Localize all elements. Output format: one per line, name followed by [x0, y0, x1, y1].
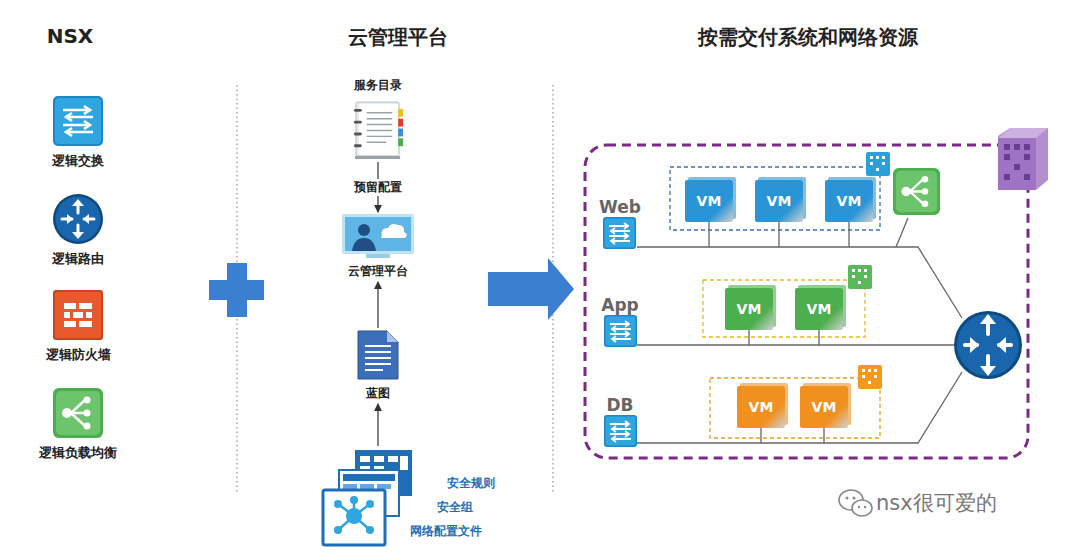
node-label: App: [601, 296, 639, 315]
connector-arrow: [377, 404, 378, 446]
lb-icon: [53, 388, 103, 438]
catalog-icon: [351, 99, 406, 160]
vm-label: VM: [697, 193, 722, 209]
mini-node: App: [601, 296, 639, 347]
node-label: 逻辑路由: [52, 250, 104, 268]
lb-node: 逻辑负载均衡: [39, 388, 117, 462]
vm-box: VM: [795, 288, 843, 330]
vm-label: VM: [767, 193, 792, 209]
catalog-node: 服务目录: [351, 77, 406, 160]
blueprint-icon: [357, 330, 399, 380]
node-label: 逻辑负载均衡: [39, 444, 117, 462]
vm-box: VM: [755, 180, 803, 222]
vm-label: VM: [749, 399, 774, 415]
mini-node: Web: [599, 198, 641, 249]
vm-box: VM: [825, 180, 873, 222]
cloud-node: 云管理平台: [342, 214, 414, 280]
node-label: 逻辑交换: [52, 152, 104, 170]
vm-box: VM: [685, 180, 733, 222]
profile-label: 安全规则: [447, 475, 495, 492]
column-heading: NSX: [47, 24, 94, 48]
mini-icon: [604, 315, 637, 347]
switch-icon: [53, 96, 103, 146]
mini-node: DB: [604, 396, 637, 447]
node-label: 蓝图: [366, 385, 390, 402]
vm-box: VM: [800, 386, 848, 428]
profiles-icon: [320, 448, 420, 548]
switch-node: 逻辑交换: [52, 96, 104, 170]
vm-label: VM: [812, 399, 837, 415]
node-label: 云管理平台: [348, 263, 408, 280]
blueprint-node: 蓝图: [357, 330, 399, 402]
profiles-node: 安全规则安全组网络配置文件: [320, 448, 500, 548]
mini-icon: [604, 415, 637, 447]
node-label: 服务目录: [354, 77, 402, 94]
firewall-icon: [53, 290, 103, 340]
vm-label: VM: [737, 301, 762, 317]
vm-box: VM: [737, 386, 785, 428]
profile-label: 安全组: [437, 499, 473, 516]
column-heading: 按需交付系统和网络资源: [698, 24, 918, 51]
cloud-icon: [342, 214, 414, 258]
node-label: 逻辑防火墙: [46, 346, 111, 364]
connector-arrow: [377, 282, 378, 328]
router-icon: [53, 194, 103, 244]
edge-label: 预留配置: [352, 179, 404, 196]
node-label: Web: [599, 198, 641, 217]
vm-label: VM: [837, 193, 862, 209]
router-node: 逻辑路由: [52, 194, 104, 268]
node-label: DB: [606, 396, 633, 415]
watermark: nsx很可爱的: [876, 489, 997, 517]
column-heading: 云管理平台: [348, 24, 448, 51]
profile-label: 网络配置文件: [410, 523, 482, 540]
vm-label: VM: [807, 301, 832, 317]
mini-icon: [603, 217, 636, 249]
vm-box: VM: [725, 288, 773, 330]
firewall-node: 逻辑防火墙: [46, 290, 111, 364]
